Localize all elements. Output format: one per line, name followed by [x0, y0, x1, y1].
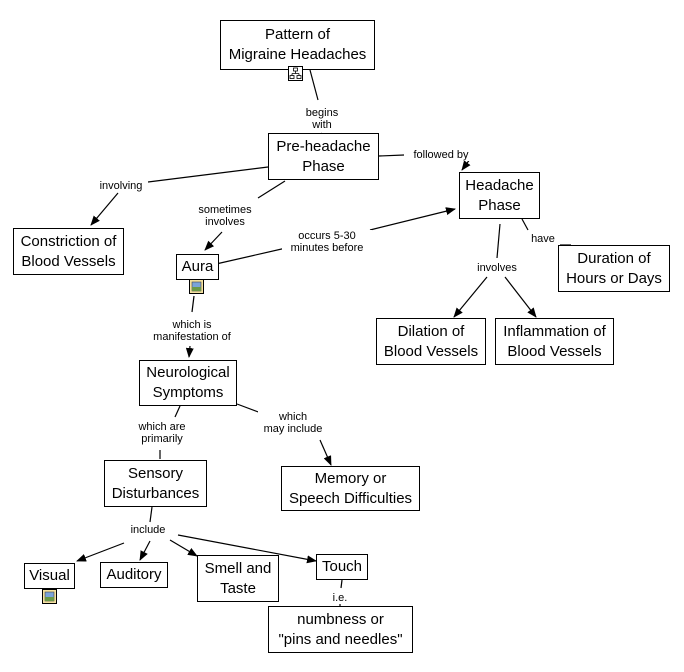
link-label-have[interactable]: have	[527, 233, 559, 245]
image-resource-icon[interactable]	[189, 279, 204, 294]
concept-map-glyph-icon	[289, 67, 302, 79]
link-label-involves[interactable]: involves	[471, 262, 523, 274]
link-line-pattern-begins	[309, 69, 319, 101]
link-line-headache-have	[521, 218, 529, 231]
concept-duration-of-hours-or-days[interactable]: Duration of Hours or Days	[558, 245, 670, 292]
link-label-followed-by[interactable]: followed by	[406, 149, 476, 161]
link-line-occurs-headache	[369, 207, 456, 231]
link-label-include[interactable]: include	[126, 524, 170, 536]
link-label-sometimes-involves[interactable]: sometimes involves	[192, 204, 258, 228]
concept-headache-phase[interactable]: Headache Phase	[459, 172, 540, 219]
link-line-neuro-primarily	[174, 405, 181, 418]
concept-pre-headache-phase[interactable]: Pre-headache Phase	[268, 133, 379, 180]
link-line-aura-occurs	[215, 247, 287, 265]
link-line-include-touch	[177, 534, 317, 564]
link-line-involves-dilation	[453, 276, 488, 318]
link-label-occurs-5-30-minutes-before[interactable]: occurs 5-30 minutes before	[282, 230, 372, 254]
concept-auditory[interactable]: Auditory	[100, 562, 168, 588]
visual-image-glyph-icon	[44, 591, 55, 602]
concept-sensory-disturbances[interactable]: Sensory Disturbances	[104, 460, 207, 507]
link-line-headache-involves	[496, 223, 501, 259]
link-line-touch-ie	[340, 579, 343, 589]
link-line-manifestation-neuro	[185, 345, 194, 358]
link-label-which-is-manifestation-of[interactable]: which is manifestation of	[140, 319, 244, 343]
concept-map-icon[interactable]	[288, 66, 303, 81]
concept-touch[interactable]: Touch	[316, 554, 368, 580]
concept-aura[interactable]: Aura	[176, 254, 219, 280]
link-line-pre-sometimes	[257, 180, 286, 199]
link-label-ie[interactable]: i.e.	[328, 592, 352, 604]
concept-inflammation-of-blood-vessels[interactable]: Inflammation of Blood Vessels	[495, 318, 614, 365]
link-line-neuro-mayinclude	[236, 403, 262, 414]
image-resource-icon[interactable]	[42, 589, 57, 604]
concept-neurological-symptoms[interactable]: Neurological Symptoms	[139, 360, 237, 406]
link-line-sensory-include	[149, 506, 153, 523]
link-line-aura-manifestation	[191, 295, 195, 313]
link-label-which-may-include[interactable]: which may include	[258, 411, 328, 435]
concept-memory-or-speech-difficulties[interactable]: Memory or Speech Difficulties	[281, 466, 420, 511]
concept-dilation-of-blood-vessels[interactable]: Dilation of Blood Vessels	[376, 318, 486, 365]
aura-image-glyph-icon	[191, 281, 202, 292]
link-line-sometimes-aura	[204, 231, 223, 251]
link-line-pre-involving	[147, 166, 269, 183]
link-label-begins-with[interactable]: begins with	[296, 107, 348, 131]
concept-visual[interactable]: Visual	[24, 563, 75, 589]
link-label-involving[interactable]: involving	[94, 180, 148, 192]
concept-smell-and-taste[interactable]: Smell and Taste	[197, 555, 279, 602]
link-line-include-smell	[169, 539, 198, 557]
link-line-pre-followed	[378, 154, 405, 157]
link-line-involving-constriction	[90, 192, 119, 226]
link-line-include-auditory	[139, 540, 151, 561]
concept-pattern-of-migraine-headaches[interactable]: Pattern of Migraine Headaches	[220, 20, 375, 70]
concept-constriction-of-blood-vessels[interactable]: Constriction of Blood Vessels	[13, 228, 124, 275]
link-label-which-are-primarily[interactable]: which are primarily	[130, 421, 194, 445]
link-line-include-visual	[76, 542, 125, 562]
concept-numbness-or-pins-and-needles[interactable]: numbness or "pins and needles"	[268, 606, 413, 653]
link-line-involves-inflammation	[504, 276, 537, 318]
link-line-mayinclude-memory	[319, 439, 332, 466]
